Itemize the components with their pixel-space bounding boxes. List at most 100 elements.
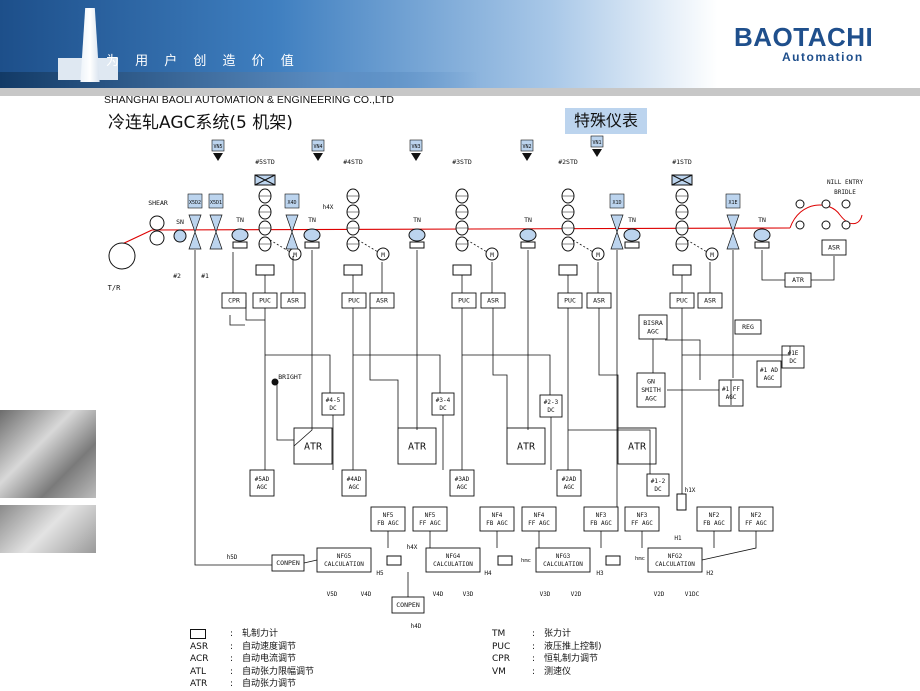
vn-arrow: [313, 153, 323, 161]
tn-label: TN: [758, 216, 766, 224]
signal-wire: [229, 315, 245, 326]
motor-label: M: [596, 252, 600, 259]
legend-key: ATL: [190, 666, 206, 677]
calc-box-label: CALCULATION: [543, 561, 583, 568]
stand-base: [452, 264, 472, 276]
gauge-head: [725, 193, 741, 209]
legend-desc: 恒轧制力调节: [544, 654, 599, 664]
motor-label: M: [490, 252, 494, 259]
nf-box-label: NF3: [637, 512, 648, 519]
agc-box: [556, 469, 582, 497]
nf-box-label: FF AGC: [528, 520, 550, 527]
agc-box: [249, 469, 275, 497]
nf-box: [583, 506, 619, 532]
load-cell-icon: [190, 628, 206, 639]
bridle-strip: [789, 204, 863, 229]
load-cell-cross: [671, 174, 693, 186]
sn-meter: [173, 229, 187, 243]
atr-box: [506, 427, 546, 465]
puc-box: [451, 292, 477, 309]
signal-wire: [598, 308, 619, 428]
puc-box-label: PUC: [676, 297, 688, 305]
motor-link: [466, 239, 488, 253]
tn-label: TN: [236, 216, 244, 224]
gn-smith-agc-box: [636, 372, 666, 408]
vn-label: VN5: [213, 144, 222, 150]
legend-key: CPR: [492, 654, 510, 664]
vn-arrow: [592, 149, 602, 157]
shear-label: SHEAR: [148, 199, 168, 207]
nf-box-label: FF AGC: [631, 520, 653, 527]
bridle-roll: [795, 220, 805, 230]
gauge-head: [609, 193, 625, 209]
puc-box: [557, 292, 583, 309]
gauge: [188, 214, 202, 250]
vn-meter: [311, 139, 325, 152]
gn-smith-agc-box-label: AGC: [645, 395, 657, 403]
v-label: V2D: [654, 591, 665, 598]
signal-wire: [369, 308, 399, 428]
header-divider: [0, 88, 920, 96]
tn-label: TN: [308, 216, 316, 224]
agc-box: [449, 469, 475, 497]
cpr-box-label: CPR: [228, 297, 240, 305]
v-label: V3D: [463, 591, 474, 598]
signal-wire: [462, 354, 551, 395]
motor-link: [572, 239, 594, 253]
legend-item: TM:张力计: [492, 629, 572, 639]
bridle-roll: [841, 199, 851, 209]
atr-box-label: ATR: [628, 441, 647, 452]
dc-box-label: #4-5: [326, 397, 341, 404]
nf-box-label: FB AGC: [486, 520, 508, 527]
legend-key: ATR: [190, 679, 208, 689]
h5d-label: h5D: [227, 554, 238, 561]
stand-label: #3STD: [452, 158, 472, 166]
asr-box: [821, 239, 847, 256]
encoder: [386, 555, 402, 566]
puc-box-label: PUC: [348, 297, 360, 305]
asr-box-label: ASR: [376, 297, 388, 305]
legend-item: :轧制力计: [190, 628, 314, 641]
tension-meter-base: [232, 241, 248, 249]
tn-label: TN: [524, 216, 532, 224]
nf-box: [624, 506, 660, 532]
vn-meter: [211, 139, 225, 152]
nf-box-label: NF5: [383, 512, 394, 519]
calc-box: [425, 547, 481, 573]
h4x-label: h4X: [407, 544, 418, 551]
legend-desc: 自动张力限幅调节: [242, 666, 315, 677]
agc-box-label: #3AD: [455, 476, 470, 483]
signal-wire: [194, 250, 272, 566]
load-cell-cross: [254, 174, 276, 186]
shear-roll: [149, 215, 165, 231]
gauge-head: [187, 193, 203, 209]
v-label: V4D: [433, 591, 444, 598]
nf-box-label: FF AGC: [745, 520, 767, 527]
hmc-label: hmc: [521, 558, 531, 564]
nf-box: [479, 506, 515, 532]
signal-wire: [761, 250, 785, 281]
brand-logo-subtitle: Automation: [782, 50, 864, 64]
legend-key: ACR: [190, 654, 209, 664]
gauge: [209, 214, 223, 250]
legend-item: VM:测速仪: [492, 666, 572, 677]
legend-desc: 自动电流调节: [242, 654, 297, 664]
mill-photo: [0, 505, 96, 553]
v-label: V4D: [361, 591, 372, 598]
stand-label: #2STD: [558, 158, 578, 166]
calc-box: [535, 547, 591, 573]
gauge: [285, 214, 299, 250]
vn-arrow: [411, 153, 421, 161]
h4-label: H4: [484, 570, 492, 577]
bridle-label: NILL ENTRY: [827, 179, 864, 186]
dc-box-label: DC: [789, 358, 797, 365]
v-label: V2D: [571, 591, 582, 598]
dc-box: [646, 473, 670, 497]
shear-roll: [149, 230, 165, 246]
calc-box-label: CALCULATION: [324, 561, 364, 568]
agc-box-label: AGC: [349, 484, 360, 491]
motor: [376, 247, 390, 261]
calc-box-label: CALCULATION: [655, 561, 695, 568]
v-label: V1DC: [685, 591, 700, 598]
nf-box-label: NF2: [709, 512, 720, 519]
